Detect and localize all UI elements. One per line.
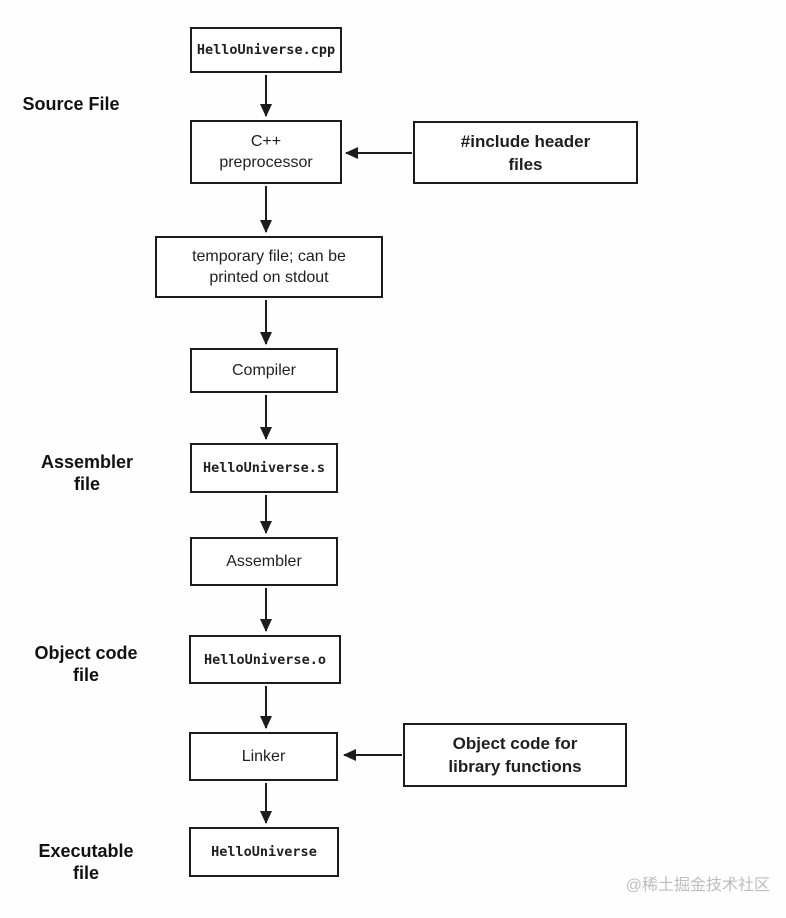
label-source-file-line1: Source File (22, 94, 120, 114)
annotation-object-code-lib-line1: Object code for (452, 734, 578, 753)
node-executable: HelloUniverse (189, 827, 339, 877)
node-source-file-label: HelloUniverse.cpp (196, 42, 336, 58)
label-assembler-file-line2: file (73, 474, 100, 494)
annotation-include-headers: #include header files (413, 121, 638, 184)
label-executable-file-line2: file (72, 863, 99, 883)
annotation-object-code-lib: Object code for library functions (403, 723, 627, 787)
annotation-include-headers-line1: #include header (460, 131, 591, 151)
annotation-object-code-lib-line2: library functions (448, 757, 582, 776)
node-object-file: HelloUniverse.o (189, 635, 341, 684)
label-executable-file: Executable file (21, 840, 151, 884)
label-object-code-file-line1: Object code (34, 643, 138, 663)
label-assembler-file: Assembler file (22, 451, 152, 495)
node-preprocessor-label-line1: C++ (250, 133, 282, 150)
node-linker: Linker (189, 732, 338, 781)
node-compiler: Compiler (190, 348, 338, 393)
node-temporary-file: temporary file; can be printed on stdout (155, 236, 383, 298)
node-assembler-label: Assembler (226, 553, 302, 570)
label-object-code-file-line2: file (72, 665, 99, 685)
label-executable-file-line1: Executable (38, 841, 134, 861)
node-source-file: HelloUniverse.cpp (190, 27, 342, 73)
node-assembler-file: HelloUniverse.s (190, 443, 338, 493)
node-assembler: Assembler (190, 537, 338, 586)
node-executable-label: HelloUniverse (211, 844, 317, 860)
node-preprocessor: C++ preprocessor (190, 120, 342, 184)
node-compiler-label: Compiler (231, 362, 296, 379)
label-source-file: Source File (6, 93, 136, 115)
watermark: @稀土掘金技术社区 (625, 877, 770, 894)
node-assembler-file-label: HelloUniverse.s (203, 460, 325, 476)
node-temporary-file-label-line2: printed on stdout (209, 269, 329, 286)
label-assembler-file-line1: Assembler (40, 452, 134, 472)
label-object-code-file: Object code file (21, 642, 151, 686)
node-preprocessor-label-line2: preprocessor (219, 154, 313, 171)
node-linker-label: Linker (241, 748, 286, 765)
node-object-file-label: HelloUniverse.o (204, 651, 326, 668)
node-temporary-file-label-line1: temporary file; can be (192, 248, 346, 265)
annotation-include-headers-line2: files (508, 154, 543, 174)
